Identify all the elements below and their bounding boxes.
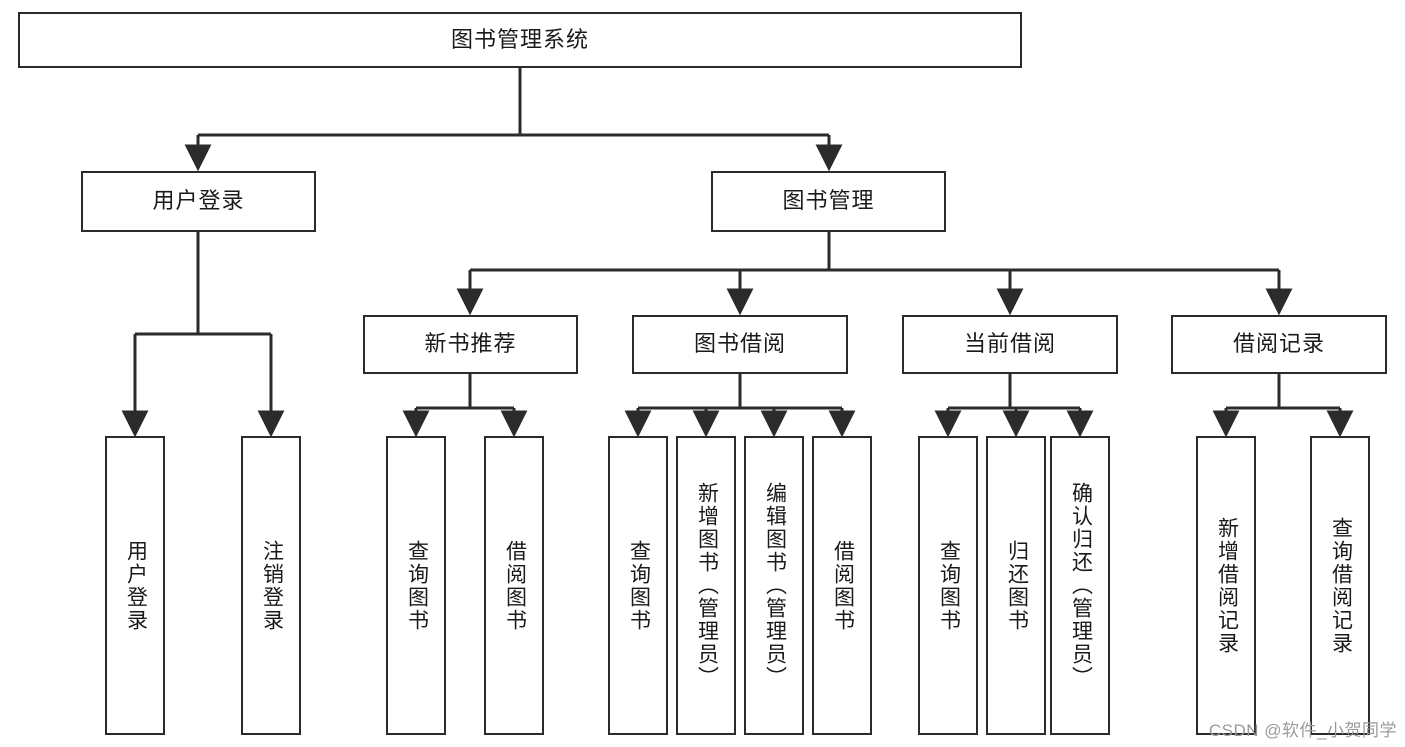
node-leaf-borrow-book-2[interactable]: 借阅图书 [812,436,872,735]
node-root-label: 图书管理系统 [450,26,589,52]
node-leaf-query-book-3[interactable]: 查询图书 [918,436,978,735]
node-book-borrow-label: 图书借阅 [693,331,786,357]
node-borrow-record-label: 借阅记录 [1232,331,1325,357]
node-leaf-return-book[interactable]: 归还图书 [986,436,1046,735]
node-current-borrow[interactable]: 当前借阅 [902,315,1118,374]
node-book-borrow[interactable]: 图书借阅 [632,315,848,374]
node-leaf-add-book-label: 新增图书（管理员） [695,482,719,689]
node-leaf-user-login[interactable]: 用户登录 [105,436,165,735]
node-leaf-return-book-label: 归还图书 [1005,539,1029,632]
node-leaf-logout[interactable]: 注销登录 [241,436,301,735]
node-leaf-add-record-label: 新增借阅记录 [1215,516,1239,655]
node-leaf-query-record-label: 查询借阅记录 [1329,516,1353,655]
node-root[interactable]: 图书管理系统 [18,12,1022,68]
node-leaf-edit-book[interactable]: 编辑图书（管理员） [744,436,804,735]
node-leaf-edit-book-label: 编辑图书（管理员） [763,482,787,689]
node-leaf-borrow-book-2-label: 借阅图书 [831,539,855,632]
node-borrow-record[interactable]: 借阅记录 [1171,315,1387,374]
node-new-book-recommend-label: 新书推荐 [424,331,517,357]
node-leaf-borrow-book-1[interactable]: 借阅图书 [484,436,544,735]
node-leaf-add-book[interactable]: 新增图书（管理员） [676,436,736,735]
node-leaf-query-book-3-label: 查询图书 [937,539,961,632]
node-leaf-query-book-1-label: 查询图书 [405,539,429,632]
node-leaf-query-book-2-label: 查询图书 [627,539,651,632]
node-leaf-query-book-1[interactable]: 查询图书 [386,436,446,735]
node-leaf-logout-label: 注销登录 [260,539,284,632]
csdn-watermark: CSDN @软件_小贺同学 [1208,721,1397,740]
node-new-book-recommend[interactable]: 新书推荐 [363,315,578,374]
node-leaf-confirm-return-label: 确认归还（管理员） [1069,482,1093,689]
node-leaf-user-login-label: 用户登录 [124,539,148,632]
node-current-borrow-label: 当前借阅 [963,331,1056,357]
node-book-management-label: 图书管理 [782,188,875,214]
node-user-login[interactable]: 用户登录 [81,171,316,232]
node-leaf-add-record[interactable]: 新增借阅记录 [1196,436,1256,735]
node-leaf-query-book-2[interactable]: 查询图书 [608,436,668,735]
node-book-management[interactable]: 图书管理 [711,171,946,232]
node-leaf-confirm-return[interactable]: 确认归还（管理员） [1050,436,1110,735]
node-leaf-borrow-book-1-label: 借阅图书 [503,539,527,632]
node-leaf-query-record[interactable]: 查询借阅记录 [1310,436,1370,735]
node-user-login-label: 用户登录 [152,188,245,214]
